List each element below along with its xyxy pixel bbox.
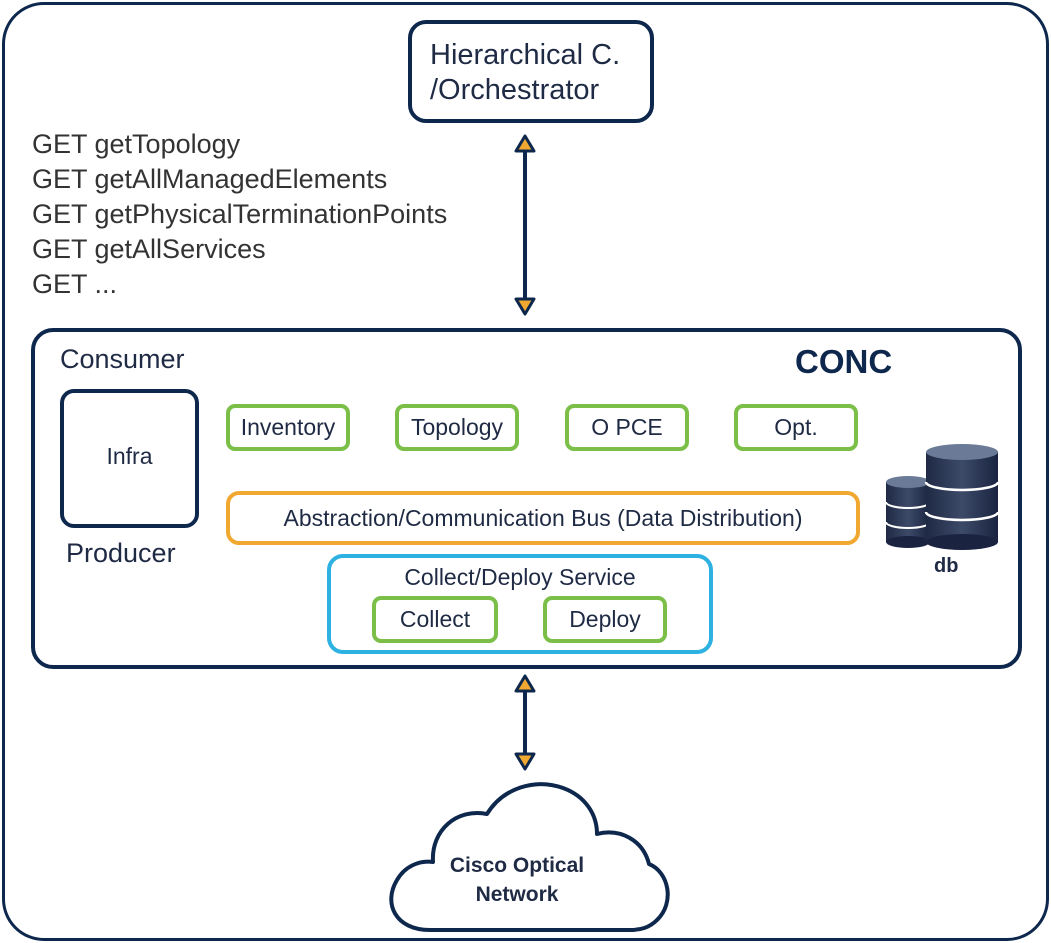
orchestrator-label: Hierarchical C. /Orchestrator	[430, 38, 620, 108]
api-call-item: GET getAllServices	[32, 234, 266, 264]
consumer-label: Consumer	[60, 344, 185, 374]
collect-module[interactable]: Collect	[372, 596, 498, 643]
api-call-item: GET ...	[32, 269, 118, 299]
collect-deploy-service-title: Collect/Deploy Service	[404, 564, 636, 590]
network-label-line2: Network	[475, 883, 559, 906]
deploy-module[interactable]: Deploy	[543, 596, 667, 643]
producer-label: Producer	[66, 538, 176, 568]
opt-module[interactable]: Opt.	[734, 404, 858, 451]
orchestrator-box[interactable]: Hierarchical C. /Orchestrator	[408, 20, 654, 123]
conc-network-arrow	[514, 674, 536, 771]
cloud-icon	[389, 782, 670, 932]
opce-module[interactable]: O PCE	[565, 404, 689, 451]
communication-bus[interactable]: Abstraction/Communication Bus (Data Dist…	[226, 491, 860, 545]
infra-box[interactable]: Infra	[60, 389, 199, 528]
orchestrator-conc-arrow	[514, 134, 536, 316]
api-call-item: GET getPhysicalTerminationPoints	[32, 199, 448, 229]
orchestrator-label-line2: /Orchestrator	[430, 74, 600, 106]
conc-title: CONC	[795, 343, 893, 380]
db-label: db	[934, 555, 959, 577]
api-call-item: GET getAllManagedElements	[32, 164, 388, 194]
inventory-module[interactable]: Inventory	[226, 404, 350, 451]
network-label: Cisco Optical Network	[420, 851, 614, 909]
orchestrator-label-line1: Hierarchical C.	[430, 39, 621, 71]
infra-label: Infra	[106, 443, 153, 469]
api-call-item: GET getTopology	[32, 129, 241, 159]
network-label-line1: Cisco Optical	[449, 854, 585, 877]
topology-module[interactable]: Topology	[395, 404, 519, 451]
api-call-list: GET getTopology GET getAllManagedElement…	[32, 127, 447, 302]
database-icon	[885, 444, 1000, 550]
